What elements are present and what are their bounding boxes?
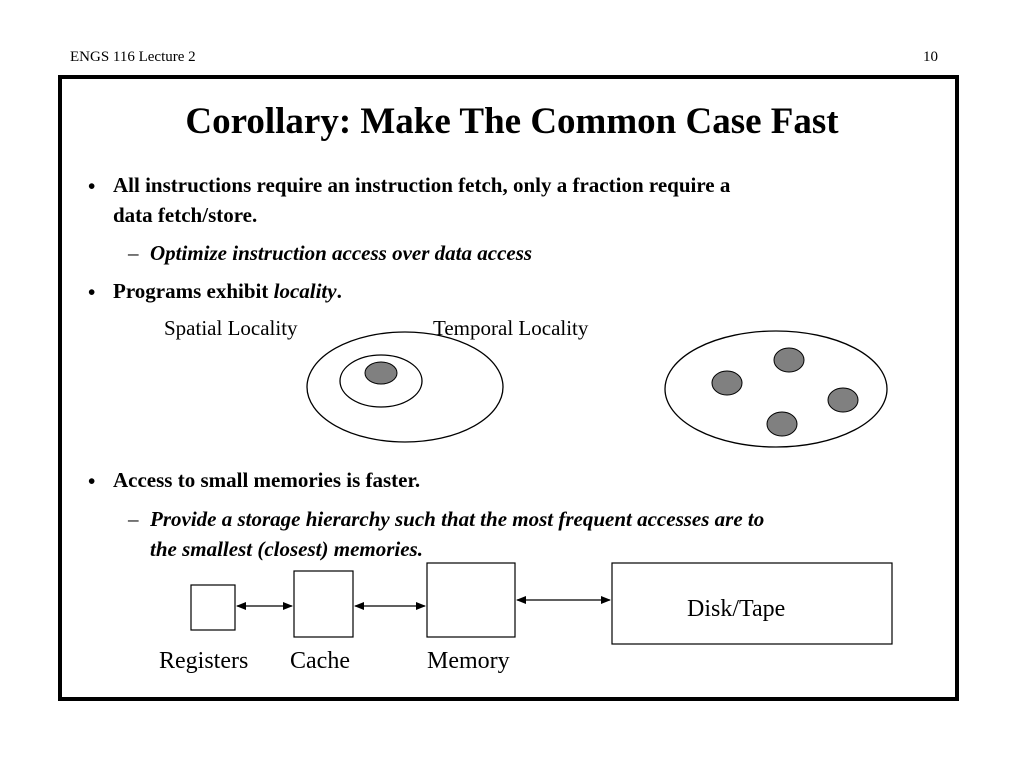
bullet-3-sub-line-1: Provide a storage hierarchy such that th… [150, 507, 765, 531]
memory-box [426, 562, 516, 638]
bullet-2-end: . [336, 279, 342, 303]
page-number: 10 [923, 49, 938, 65]
temporal-locality-label: Temporal Locality [433, 316, 589, 340]
bullet-1-line-2: data fetch/store. [113, 203, 258, 227]
registers-label: Registers [159, 648, 249, 674]
data-dot [711, 370, 743, 396]
disk-box [611, 562, 893, 645]
data-dot [766, 411, 798, 437]
bullet-1-sub: Optimize instruction access over data ac… [150, 241, 533, 265]
disk-tape-label: Disk/Tape [687, 596, 786, 622]
data-dot [827, 387, 859, 413]
data-dot [773, 347, 805, 373]
cache-label: Cache [290, 648, 350, 674]
course-header: ENGS 116 Lecture 2 [70, 49, 196, 65]
slide-title: Corollary: Make The Common Case Fast [185, 101, 839, 142]
bullet-marker: • [88, 174, 96, 198]
cache-box [293, 570, 354, 638]
spatial-locality-diagram [306, 331, 504, 443]
bullet-marker: • [88, 469, 96, 493]
registers-box [190, 584, 236, 631]
outer-ellipse [306, 331, 504, 443]
memory-label: Memory [427, 648, 510, 674]
data-dot [364, 361, 398, 385]
bullet-2-italic: locality [273, 279, 337, 303]
storage-hierarchy-diagram [190, 562, 893, 645]
sub-dash: – [128, 241, 139, 265]
bullet-marker: • [88, 280, 96, 304]
spatial-locality-label: Spatial Locality [164, 316, 298, 340]
bullet-2-plain: Programs exhibit [113, 279, 274, 303]
temporal-locality-diagram [664, 330, 888, 448]
bullet-3-sub-line-2: the smallest (closest) memories. [150, 537, 423, 561]
bullet-2-text: Programs exhibit locality. [113, 276, 342, 306]
slide-frame [58, 75, 959, 701]
bullet-1-line-1: All instructions require an instruction … [113, 173, 731, 197]
inner-ellipse [339, 354, 423, 408]
outer-ellipse [664, 330, 888, 448]
bullet-3-text: Access to small memories is faster. [113, 468, 421, 492]
sub-dash: – [128, 507, 139, 531]
